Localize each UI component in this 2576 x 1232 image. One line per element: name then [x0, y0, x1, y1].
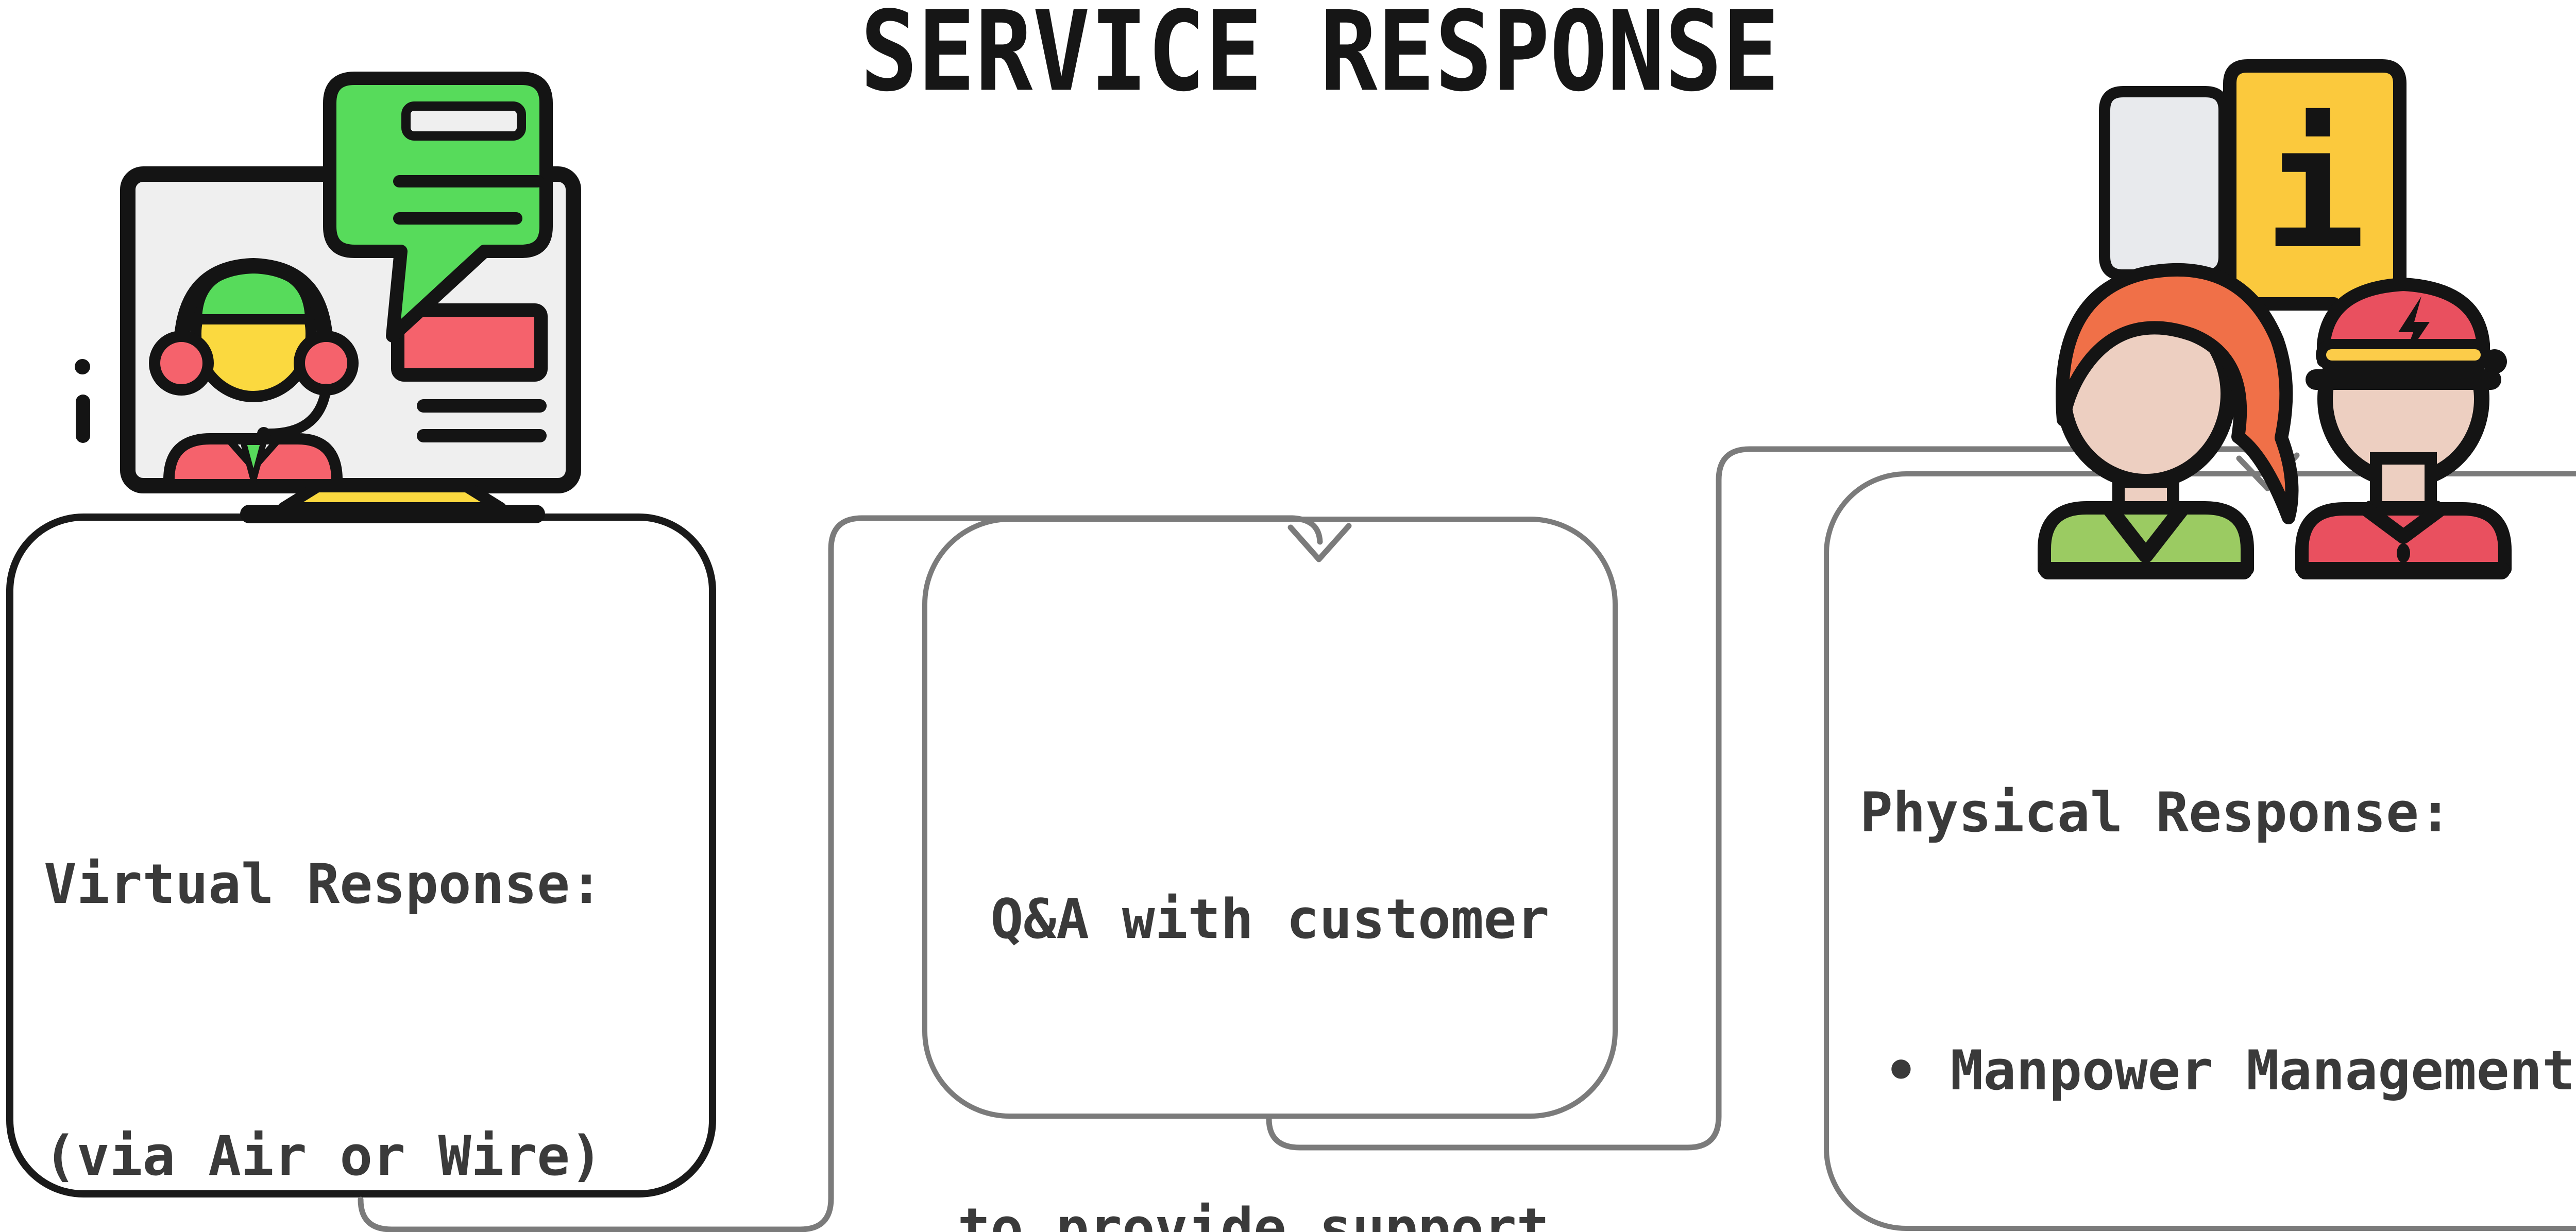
virtual-response-text: Virtual Response: (via Air or Wire) • Vo… [44, 658, 603, 1232]
virtual-response-title: Virtual Response: [44, 852, 603, 916]
page-title: SERVICE RESPONSE [860, 0, 1780, 116]
screen-banner [391, 303, 548, 382]
info-icon: i [2264, 89, 2366, 286]
cap [2317, 278, 2490, 367]
deco-dot [75, 359, 90, 374]
qa-text: Q&A with customer to provide support, if… [922, 662, 1618, 1232]
qa-line: Q&A with customer [990, 887, 1550, 951]
monitor-stand [278, 481, 506, 514]
headset-ear [149, 331, 214, 396]
qa-line: to provide support, [957, 1196, 1583, 1232]
agent-avatar [149, 258, 359, 490]
virtual-response-subtitle: (via Air or Wire) [44, 1124, 603, 1188]
physical-response-title: Physical Response: [1860, 781, 2452, 844]
gray-speech-bubble-icon [2099, 86, 2230, 326]
green-chat-bubble-icon [323, 72, 553, 343]
physical-response-text: Physical Response: • Manpower Management… [1860, 597, 2576, 1232]
monitor-screen [120, 166, 581, 493]
lightning-bolt-icon [2398, 296, 2430, 363]
list-item: • Manpower Management [1885, 1039, 2575, 1102]
headset-mic [260, 384, 331, 439]
cap-brim [2316, 339, 2491, 371]
headset-band [174, 258, 333, 358]
monitor-support-agent-icon [75, 72, 581, 523]
deco-dash [76, 395, 90, 443]
headset-ear [294, 331, 359, 396]
